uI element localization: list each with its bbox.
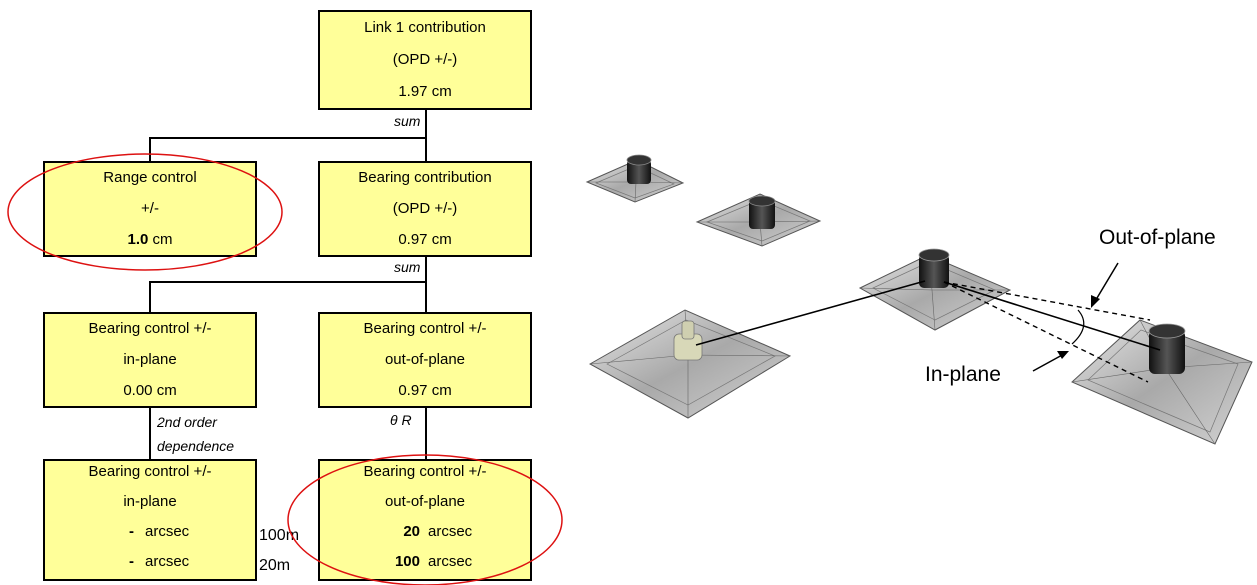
theta-r-note: θ R — [390, 412, 412, 428]
link-box-unit: cm — [431, 83, 452, 100]
outplane-arcsec-value-2: 100 — [394, 553, 420, 570]
outplane-arcsec-box: Bearing control +/- out-of-plane 20 arcs… — [318, 459, 532, 581]
connector — [149, 281, 151, 313]
inplane-box-unit: cm — [156, 382, 177, 399]
dependence-note-line2: dependence — [157, 438, 235, 454]
link-box-title: Link 1 contribution — [364, 19, 486, 36]
spacecraft-platform — [858, 248, 1012, 331]
inplane-arcsec-title: Bearing control +/- — [88, 463, 212, 480]
bearing-box-title: Bearing contribution — [358, 169, 492, 186]
outplane-arcsec-row-2: 100 arcsec — [320, 545, 530, 579]
inplane-arcsec-unit-2: arcsec — [145, 553, 190, 570]
distance-label-20m: 20m — [259, 557, 291, 574]
range-box-title: Range control — [103, 169, 197, 186]
connector — [149, 406, 151, 460]
range-highlight-ellipse — [7, 153, 283, 271]
spacecraft-platform — [1071, 319, 1253, 445]
dependence-note-line1: 2nd order — [157, 414, 217, 430]
outplane-box-value: 0.97 — [398, 382, 428, 399]
inplane-box-value-row: 0.00 cm — [45, 374, 255, 408]
bearing-box-unit: cm — [431, 231, 452, 248]
outplane-arcsec-unit-1: arcsec — [428, 523, 473, 540]
connector — [149, 137, 427, 139]
angle-arc — [1071, 309, 1085, 345]
spacecraft-platform — [585, 154, 685, 203]
in-plane-arrow — [1032, 353, 1065, 372]
inplane-arcsec-box: Bearing control +/- in-plane - arcsec - … — [43, 459, 257, 581]
inplane-box-subtitle: in-plane — [123, 351, 177, 368]
outplane-arcsec-subtitle: out-of-plane — [384, 493, 466, 510]
inplane-arcsec-unit-1: arcsec — [145, 523, 190, 540]
range-box-subtitle: +/- — [141, 200, 159, 217]
inplane-arcsec-value-2: - — [129, 553, 134, 570]
link-box-value-row: 1.97 cm — [320, 75, 530, 109]
distance-label-100m: 100m — [259, 527, 300, 544]
inplane-arcsec-value-1: - — [129, 523, 134, 540]
bearing-contribution-box: Bearing contribution (OPD +/-) 0.97 cm — [318, 161, 532, 257]
inplane-box-value: 0.00 — [123, 382, 153, 399]
inplane-box-title: Bearing control +/- — [88, 320, 212, 337]
out-of-plane-arrowhead — [1091, 295, 1100, 308]
baseline-line — [695, 280, 926, 346]
inplane-arcsec-row-2: - arcsec — [45, 545, 255, 579]
connector — [425, 256, 427, 313]
range-control-box: Range control +/- 1.0 cm — [43, 161, 257, 257]
outplane-box-title: Bearing control +/- — [363, 320, 487, 337]
outplane-arcsec-title: Bearing control +/- — [363, 463, 487, 480]
connector — [149, 137, 151, 162]
dependence-note: 2nd order dependence — [157, 410, 234, 458]
outplane-box-unit: cm — [431, 382, 452, 399]
bearing-box-subtitle: (OPD +/-) — [392, 200, 458, 217]
link-box-subtitle: (OPD +/-) — [392, 51, 458, 68]
outplane-arcsec-unit-2: arcsec — [428, 553, 473, 570]
out-of-plane-label: Out-of-plane — [1099, 226, 1216, 249]
connector — [425, 406, 427, 460]
link-box-value: 1.97 — [398, 83, 428, 100]
outplane-highlight-ellipse — [287, 454, 563, 585]
in-plane-line — [943, 281, 1161, 351]
outplane-box-subtitle: out-of-plane — [384, 351, 466, 368]
in-plane-label: In-plane — [925, 363, 1001, 386]
bearing-box-value-row: 0.97 cm — [320, 223, 530, 257]
inplane-arcsec-row-1: - arcsec — [45, 515, 255, 549]
spacecraft-platform — [695, 193, 822, 247]
in-plane-arrowhead — [1057, 351, 1069, 359]
outplane-arcsec-value-1: 20 — [403, 523, 420, 540]
range-box-value: 1.0 — [127, 231, 149, 248]
sum-label: sum — [394, 113, 421, 129]
outplane-arcsec-row-1: 20 arcsec — [320, 515, 530, 549]
out-of-plane-arrow — [1093, 262, 1119, 304]
bearing-box-value: 0.97 — [398, 231, 428, 248]
range-box-value-row: 1.0 cm — [45, 223, 255, 257]
outplane-box-value-row: 0.97 cm — [320, 374, 530, 408]
bearing-inplane-box: Bearing control +/- in-plane 0.00 cm — [43, 312, 257, 408]
out-of-plane-dashed-line — [943, 281, 1149, 383]
inplane-arcsec-subtitle: in-plane — [123, 493, 177, 510]
sum-label: sum — [394, 259, 421, 275]
spacecraft-platform — [588, 309, 792, 419]
bearing-outplane-box: Bearing control +/- out-of-plane 0.97 cm — [318, 312, 532, 408]
connector — [149, 281, 427, 283]
link-contribution-box: Link 1 contribution (OPD +/-) 1.97 cm — [318, 10, 532, 110]
range-box-unit: cm — [152, 231, 173, 248]
connector — [425, 109, 427, 162]
out-of-plane-dashed-line — [943, 281, 1151, 321]
